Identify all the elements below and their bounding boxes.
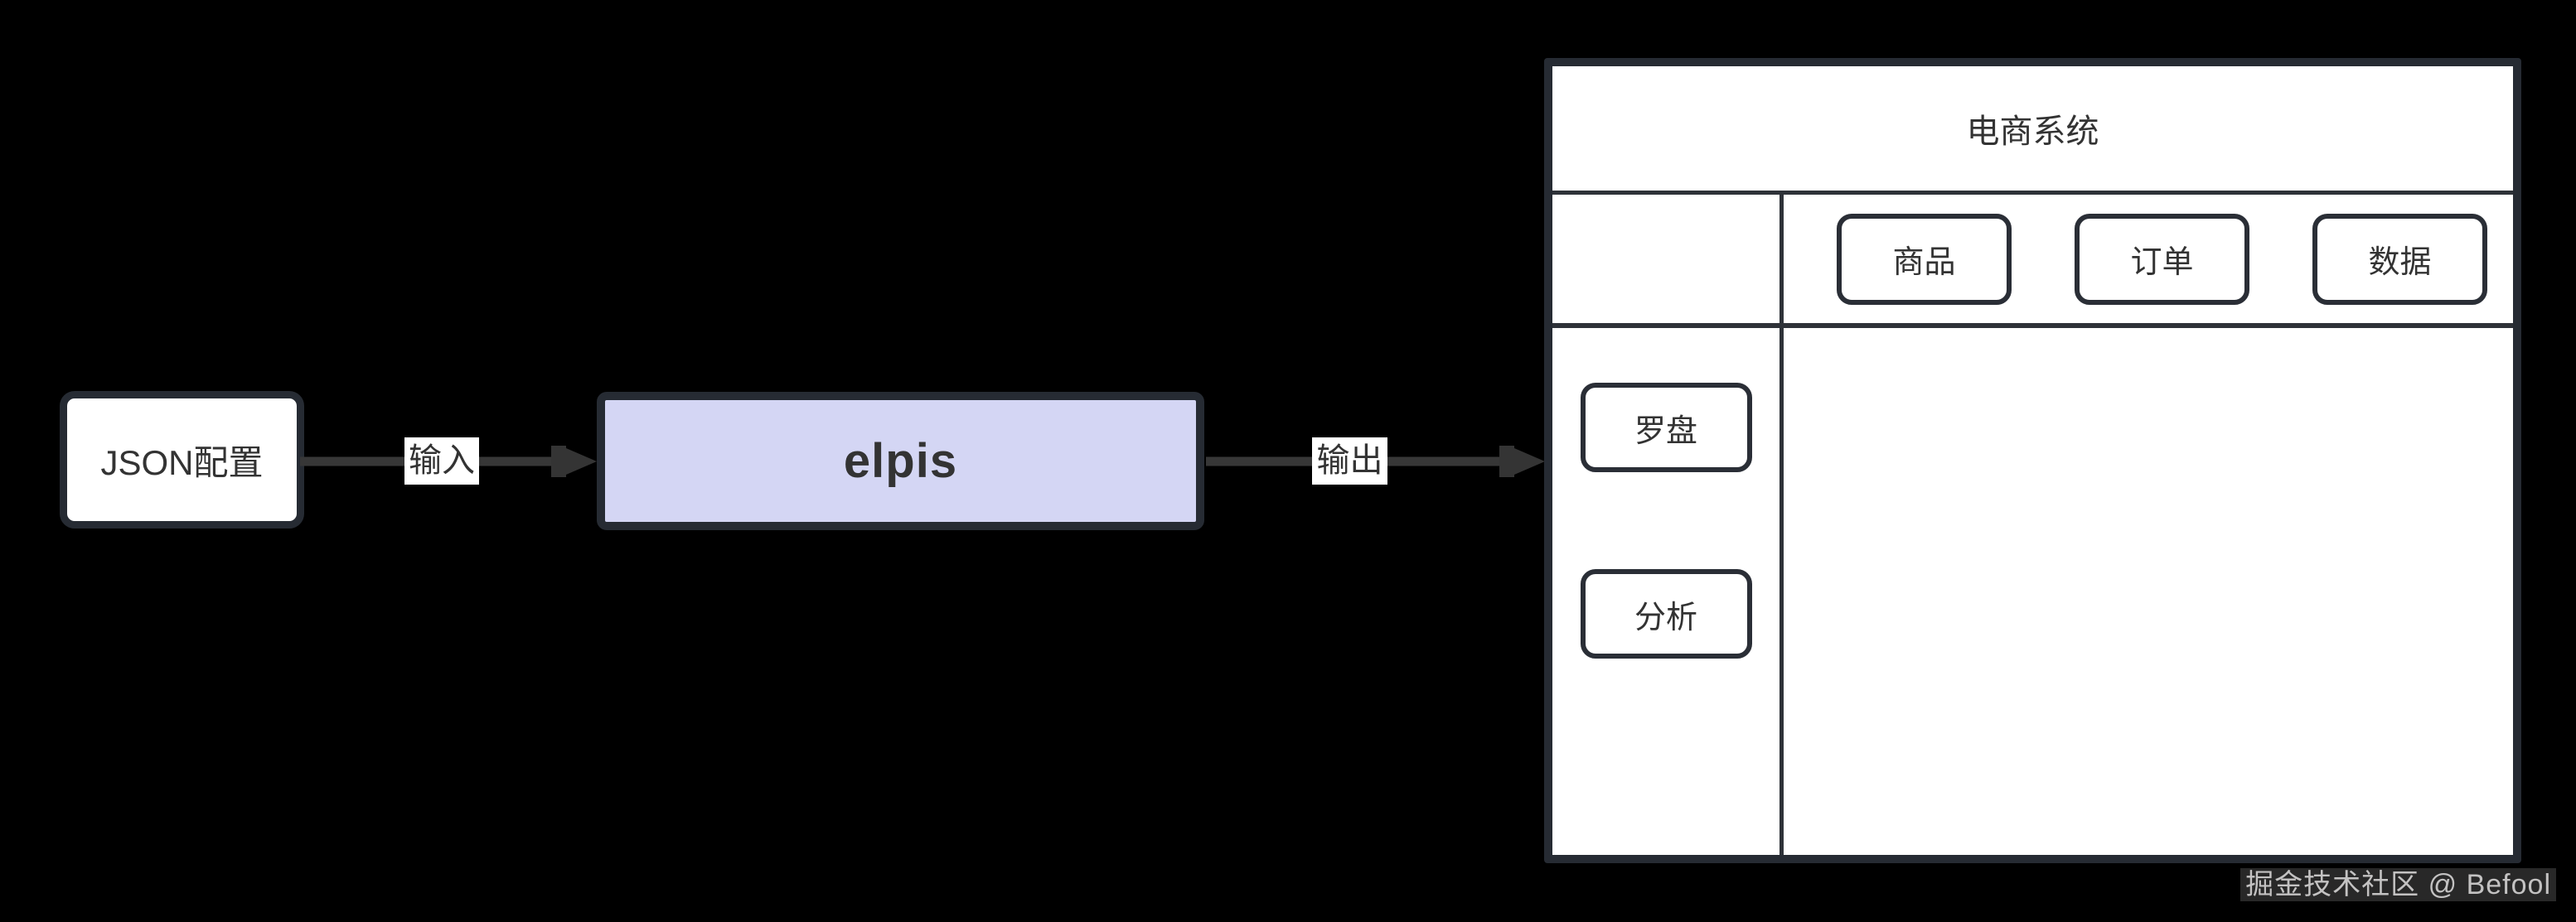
tab-products-label: 商品: [1892, 245, 1956, 280]
output-arrowhead-icon: [1499, 446, 1514, 477]
edge-label-output: 输出: [1312, 437, 1387, 485]
output-arrowhead-tip-icon: [1514, 448, 1545, 475]
input-arrowhead-icon: [551, 446, 566, 477]
tab-data[interactable]: 数据: [2312, 213, 2487, 305]
input-arrowhead-tip-icon: [566, 448, 597, 475]
ecommerce-system-panel: 电商系统 商品 订单 数据 罗盘 分析: [1544, 58, 2521, 863]
edge-label-input: 输入: [404, 437, 479, 485]
watermark: 掘金技术社区 @ Befool: [2240, 868, 2556, 901]
tab-orders-label: 订单: [2130, 245, 2194, 280]
node-json-config-label: JSON配置: [100, 442, 264, 482]
sidebar-item-analysis-label: 分析: [1634, 600, 1697, 635]
tab-products[interactable]: 商品: [1837, 213, 2012, 305]
node-json-config: JSON配置: [60, 391, 304, 529]
panel-tab-row: 商品 订单 数据: [1552, 195, 2513, 328]
node-elpis-label: elpis: [843, 434, 958, 488]
node-elpis: elpis: [597, 392, 1204, 530]
sidebar-item-analysis[interactable]: 分析: [1580, 569, 1752, 659]
tab-orders[interactable]: 订单: [2075, 213, 2249, 305]
sidebar-item-compass-label: 罗盘: [1634, 413, 1697, 449]
sidebar: 罗盘 分析: [1552, 328, 1784, 855]
panel-tab-row-spacer: [1552, 195, 1784, 323]
tab-bar: 商品 订单 数据: [1784, 195, 2513, 323]
panel-main-row: 罗盘 分析: [1552, 328, 2513, 855]
tab-data-label: 数据: [2368, 245, 2432, 280]
panel-content-area: [1784, 328, 2513, 855]
sidebar-item-compass[interactable]: 罗盘: [1580, 383, 1752, 472]
panel-title: 电商系统: [1552, 66, 2513, 195]
